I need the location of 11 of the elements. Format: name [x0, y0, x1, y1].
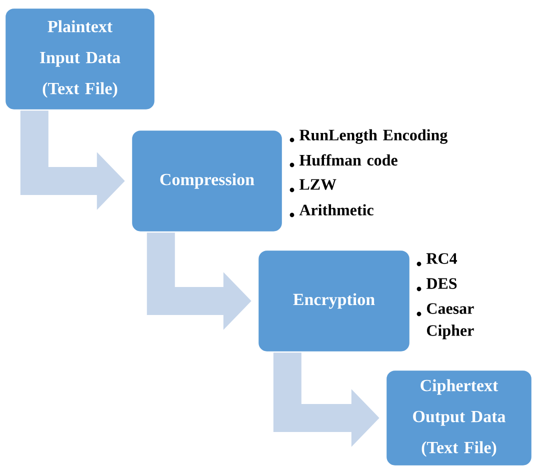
bullet-item: Caesar Cipher — [416, 303, 474, 340]
bullet-item: DES — [416, 278, 457, 292]
bullet-item: RunLength Encoding — [290, 129, 448, 144]
process-box: Encryption — [257, 249, 411, 353]
bullet-item: LZW — [290, 179, 336, 192]
bullet-item: RC4 — [416, 253, 457, 266]
bullet-item: Arithmetic — [290, 204, 374, 218]
bullet-item: Huffman code — [290, 154, 398, 168]
process-box: Compression — [130, 129, 284, 233]
process-box: Ciphertext Output Data (Text File) — [385, 369, 533, 467]
process-box: Plaintext Input Data (Text File) — [4, 7, 156, 111]
